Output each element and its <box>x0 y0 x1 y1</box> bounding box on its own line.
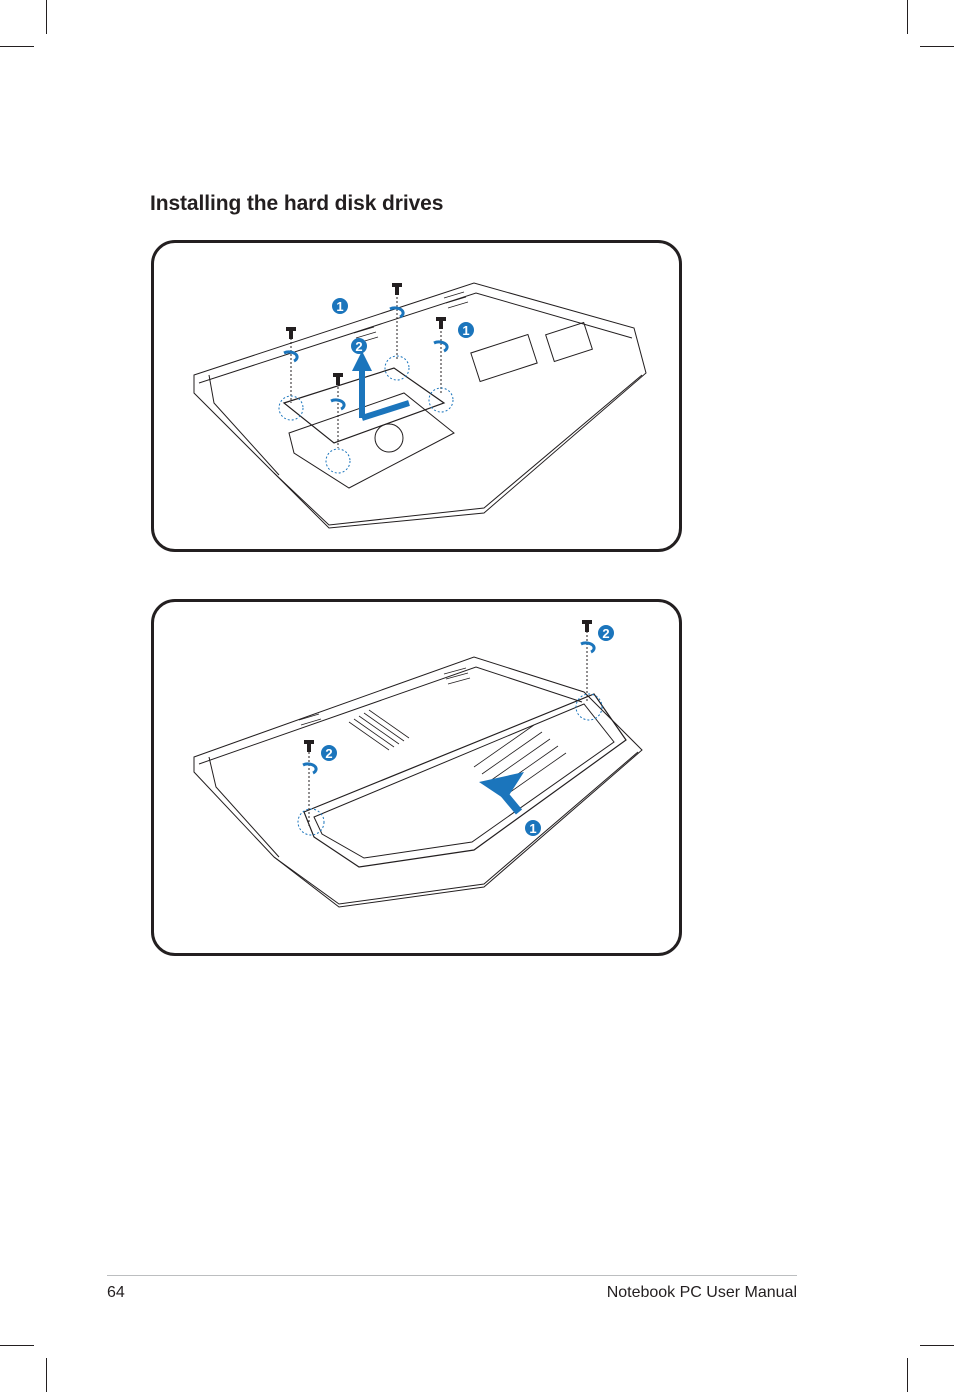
callout-2b: 2 <box>598 625 614 641</box>
crop-mark <box>920 46 954 47</box>
footer-rule <box>107 1275 797 1276</box>
compartment-cover-illustration: 2 2 1 <box>193 620 643 908</box>
crop-mark <box>920 1345 954 1346</box>
crop-mark <box>0 1345 34 1346</box>
svg-text:2: 2 <box>602 626 609 641</box>
page-number: 64 <box>107 1284 125 1301</box>
svg-text:1: 1 <box>336 299 343 314</box>
svg-text:1: 1 <box>529 821 536 836</box>
page-title: Installing the hard disk drives <box>150 192 444 216</box>
crop-mark <box>46 0 47 34</box>
svg-text:1: 1 <box>462 323 469 338</box>
callout-2a: 2 <box>321 745 337 761</box>
callout-1a: 1 <box>332 298 348 314</box>
manual-title: Notebook PC User Manual <box>606 1284 797 1301</box>
crop-mark <box>0 46 34 47</box>
diagram-hdd-bracket-panel: 1 1 2 <box>151 240 682 552</box>
crop-mark <box>46 1358 47 1392</box>
crop-mark <box>907 1358 908 1392</box>
diagram-compartment-cover-panel: 2 2 1 <box>151 599 682 956</box>
callout-2: 2 <box>351 338 367 354</box>
svg-text:2: 2 <box>355 339 362 354</box>
callout-1b: 1 <box>458 322 474 338</box>
hdd-bracket-illustration: 1 1 2 <box>193 282 647 529</box>
callout-1: 1 <box>525 820 541 836</box>
svg-text:2: 2 <box>325 746 332 761</box>
crop-mark <box>907 0 908 34</box>
